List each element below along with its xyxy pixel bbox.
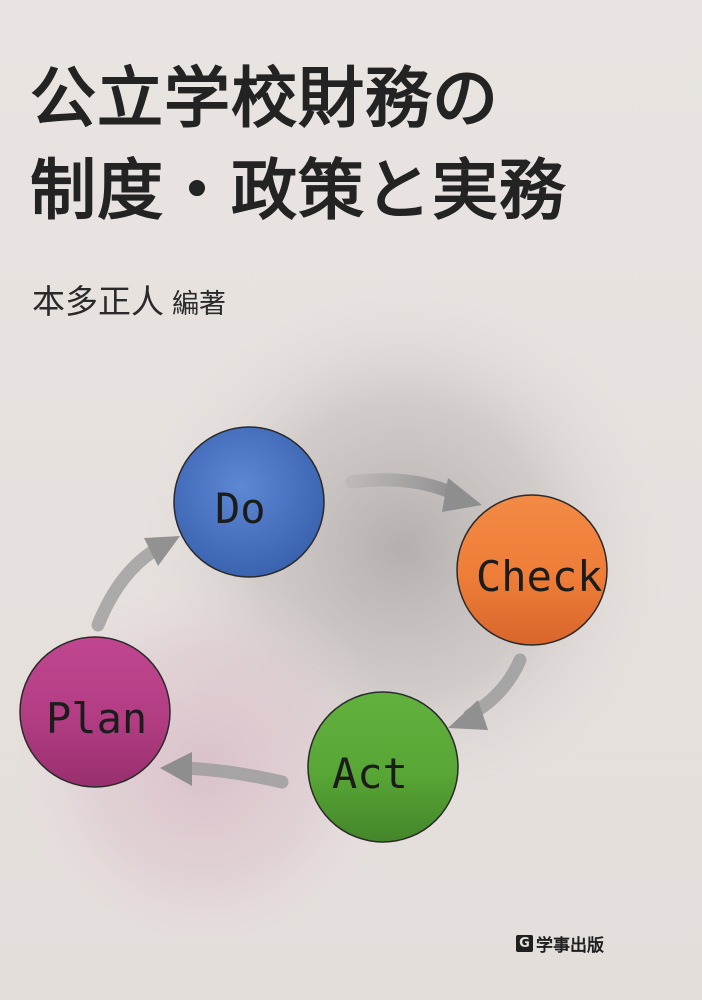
do-label: Do [215,484,266,533]
act-label: Act [332,749,408,798]
book-title: 公立学校財務の 制度・政策と実務 [30,52,566,236]
plan-circle: Plan [19,636,171,788]
author-role: 編著 [172,289,226,320]
author-credit: 本多正人編著 [32,275,226,323]
check-label: Check [476,552,602,601]
arrow-do-to-check [345,473,482,512]
plan-label: Plan [46,694,147,743]
title-line-2: 制度・政策と実務 [30,151,566,229]
arrow-plan-to-do [91,536,180,632]
arrow-check-to-act [448,653,527,730]
check-circle: Check [456,494,608,646]
publisher-imprint: G 学事出版 [516,931,604,956]
act-circle: Act [307,691,459,843]
arrow-act-to-plan [160,752,289,789]
publisher-name: 学事出版 [536,936,604,956]
do-circle: Do [173,426,325,578]
title-line-1: 公立学校財務の [30,59,499,137]
author-name: 本多正人 [32,282,164,321]
publisher-logo-icon: G [516,935,533,952]
